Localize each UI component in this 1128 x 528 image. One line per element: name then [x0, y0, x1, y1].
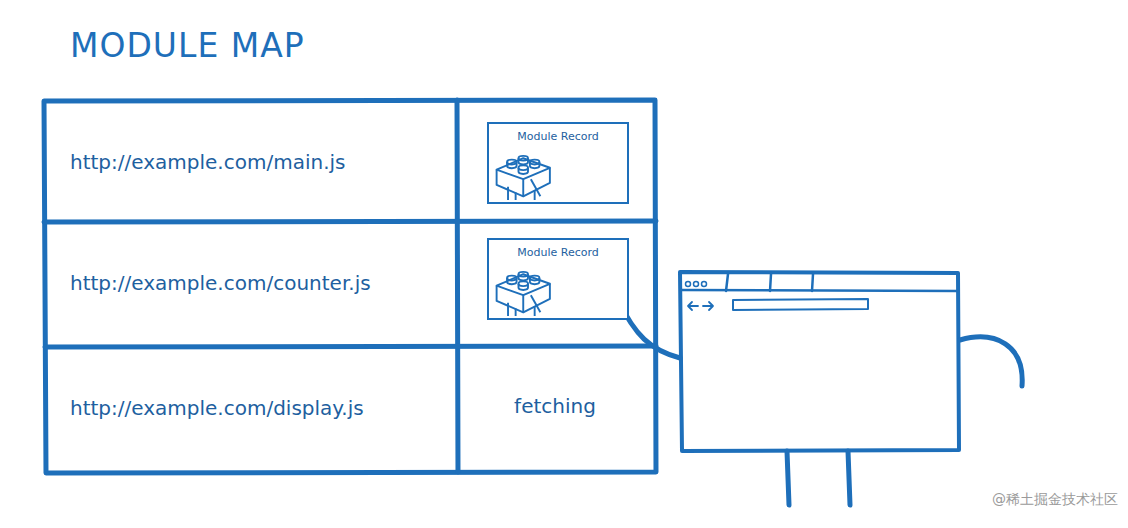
record-label: Module Record — [489, 240, 627, 259]
browser-leg — [787, 451, 850, 505]
status-cell: fetching — [514, 394, 596, 418]
browser-dot — [702, 282, 707, 287]
browser-arm-right — [960, 337, 1022, 386]
browser-toolbar — [681, 290, 958, 291]
url-cell: http://example.com/counter.js — [70, 271, 371, 295]
module-record: Module Record — [487, 238, 629, 320]
table-border — [44, 100, 656, 473]
table-row-line — [45, 346, 656, 347]
watermark: @稀土掘金技术社区 — [992, 491, 1118, 509]
table-divider — [457, 100, 458, 472]
record-label: Module Record — [489, 124, 627, 143]
url-cell: http://example.com/display.js — [70, 396, 364, 420]
module-record: Module Record — [487, 122, 629, 204]
browser-window — [680, 272, 959, 451]
browser-nav-arrows — [688, 302, 713, 310]
browser-dot — [686, 282, 691, 287]
diagram-title: MODULE MAP — [70, 26, 305, 65]
browser-address-bar — [733, 299, 868, 310]
browser-dot — [694, 282, 699, 287]
browser-tab — [726, 274, 813, 291]
table-row-line — [44, 221, 656, 222]
url-cell: http://example.com/main.js — [70, 150, 345, 174]
